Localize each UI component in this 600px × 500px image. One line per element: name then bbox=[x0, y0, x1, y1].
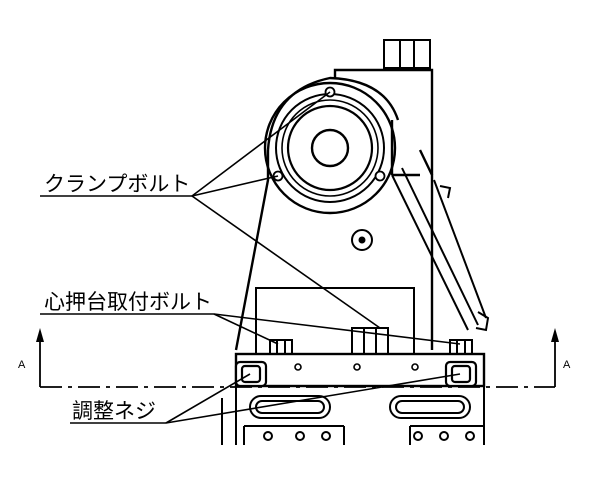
clamp-bolt-head-right bbox=[374, 170, 386, 182]
leader-clamp-bolt bbox=[40, 91, 381, 329]
base-plate-holes bbox=[294, 363, 419, 371]
top-bolt bbox=[383, 39, 431, 69]
lower-bed bbox=[221, 386, 485, 445]
side-plate bbox=[391, 167, 490, 332]
adjust-screw-right bbox=[444, 360, 478, 388]
adjust-screw-left bbox=[234, 360, 268, 388]
label-adjust-screw: 調整ネジ bbox=[72, 399, 156, 423]
section-arrow-right bbox=[551, 328, 559, 342]
label-clamp-bolt: クランプボルト bbox=[44, 172, 190, 196]
main-body bbox=[234, 68, 434, 351]
leader-center-holder-bolt bbox=[40, 313, 461, 345]
section-label-left: A bbox=[18, 359, 26, 371]
leader-adjust-screw bbox=[70, 373, 461, 424]
section-label-right: A bbox=[563, 359, 571, 371]
label-center-holder-bolt: 心押台取付ボルト bbox=[44, 290, 212, 314]
section-line bbox=[39, 340, 556, 388]
center-hole bbox=[351, 229, 373, 251]
section-arrow-left bbox=[36, 328, 44, 342]
bearing-housing bbox=[263, 81, 397, 215]
mounting-bolt-right bbox=[449, 339, 473, 355]
